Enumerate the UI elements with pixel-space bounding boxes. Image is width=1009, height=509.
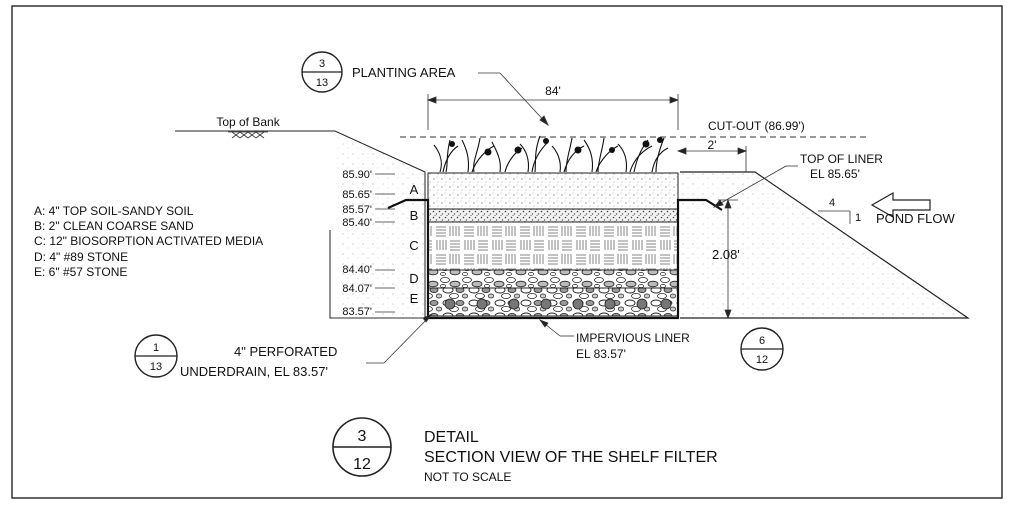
layer-letter: C <box>409 238 418 253</box>
top-of-bank-label: Top of Bank <box>216 115 280 129</box>
offset-dim-text: 2' <box>708 138 717 152</box>
detail-note: NOT TO SCALE <box>424 470 511 484</box>
slope-indicator <box>818 210 851 224</box>
sheet-border <box>11 5 1003 499</box>
pond-flow-arrow-icon <box>870 191 931 219</box>
offset-dimension <box>676 146 748 172</box>
legend-item: D: 4" #89 STONE <box>34 250 128 264</box>
legend-item: A: 4" TOP SOIL-SANDY SOIL <box>34 204 194 218</box>
top-of-bank-hatch <box>228 131 268 139</box>
legend: A: 4" TOP SOIL-SANDY SOIL B: 2" CLEAN CO… <box>34 204 263 279</box>
top-of-liner-leader <box>712 165 798 208</box>
ref-top: 1 <box>153 342 159 354</box>
layer-letters: A B C D E <box>409 182 418 306</box>
elevation-label: 85.57' <box>342 204 372 216</box>
width-dim-text: 84' <box>545 84 561 98</box>
right-bank-outline <box>680 171 970 319</box>
elevation-label: 85.40' <box>342 217 372 229</box>
filter-layers <box>427 172 679 317</box>
elevation-labels: 85.90' 85.65' 85.57' 85.40' 84.40' 84.07… <box>342 169 372 318</box>
width-dimension <box>426 94 680 130</box>
layer-a-topsoil <box>427 172 679 210</box>
layer-letter: E <box>410 291 419 306</box>
underdrain-label-1: 4" PERFORATED <box>234 344 337 359</box>
planting-area-label: PLANTING AREA <box>352 65 456 80</box>
pond-flow-label: POND FLOW <box>876 211 955 226</box>
elevation-label: 83.57' <box>342 306 372 318</box>
detail-subtitle: SECTION VIEW OF THE SHELF FILTER <box>424 449 718 466</box>
flower-icons <box>449 137 663 156</box>
right-bank-fill <box>680 172 968 318</box>
ref-top: 6 <box>759 335 765 347</box>
impervious-liner <box>387 198 723 320</box>
liner-ref-bubble: 6 12 <box>740 327 784 371</box>
underdrain-label-2: UNDERDRAIN, EL 83.57' <box>180 364 328 379</box>
legend-item: B: 2" CLEAN COARSE SAND <box>34 219 194 233</box>
height-dimension <box>718 198 738 320</box>
plants-icon <box>433 135 669 173</box>
elevation-label: 84.07' <box>342 283 372 295</box>
layer-d-stone89 <box>427 269 679 289</box>
ref-bottom: 12 <box>756 354 768 366</box>
layer-letter: D <box>409 271 418 286</box>
elevation-leaders <box>375 173 395 313</box>
cut-out-label: CUT-OUT (86.99') <box>708 119 805 133</box>
underdrain-leader <box>366 313 434 364</box>
impervious-liner-label-2: EL 83.57' <box>576 347 626 361</box>
layer-b-sand <box>427 208 679 223</box>
top-of-liner-label-2: EL 85.65' <box>810 167 860 181</box>
layer-c-media <box>427 221 679 271</box>
planting-leader <box>478 72 549 127</box>
ref-bottom: 13 <box>316 77 328 89</box>
slope-run-text: 4 <box>829 197 835 209</box>
impervious-liner-label-1: IMPERVIOUS LINER <box>576 331 690 345</box>
detail-bubble-bottom: 12 <box>353 456 371 473</box>
layer-letter: B <box>410 208 419 223</box>
underdrain-ref-bubble: 1 13 <box>134 334 178 378</box>
detail-title: DETAIL <box>424 429 479 446</box>
elevation-label: 85.65' <box>342 189 372 201</box>
height-dim-text: 2.08' <box>712 247 740 262</box>
underdrain-pipes <box>444 298 672 310</box>
layer-letter: A <box>410 182 419 197</box>
legend-item: E: 6" #57 STONE <box>34 265 127 279</box>
left-bank-fill <box>335 131 425 318</box>
slope-rise-text: 1 <box>855 212 861 224</box>
top-of-liner-label-1: TOP OF LINER <box>800 152 883 166</box>
elevation-label: 85.90' <box>342 169 372 181</box>
detail-bubble: 3 12 <box>332 417 392 477</box>
ref-top: 3 <box>319 58 325 70</box>
legend-item: C: 12" BIOSORPTION ACTIVATED MEDIA <box>34 234 263 248</box>
elevation-label: 84.40' <box>342 264 372 276</box>
impervious-leader <box>538 319 574 337</box>
detail-bubble-top: 3 <box>358 428 367 445</box>
planting-ref-bubble: 3 13 <box>301 51 343 93</box>
ref-bottom: 13 <box>150 361 162 373</box>
